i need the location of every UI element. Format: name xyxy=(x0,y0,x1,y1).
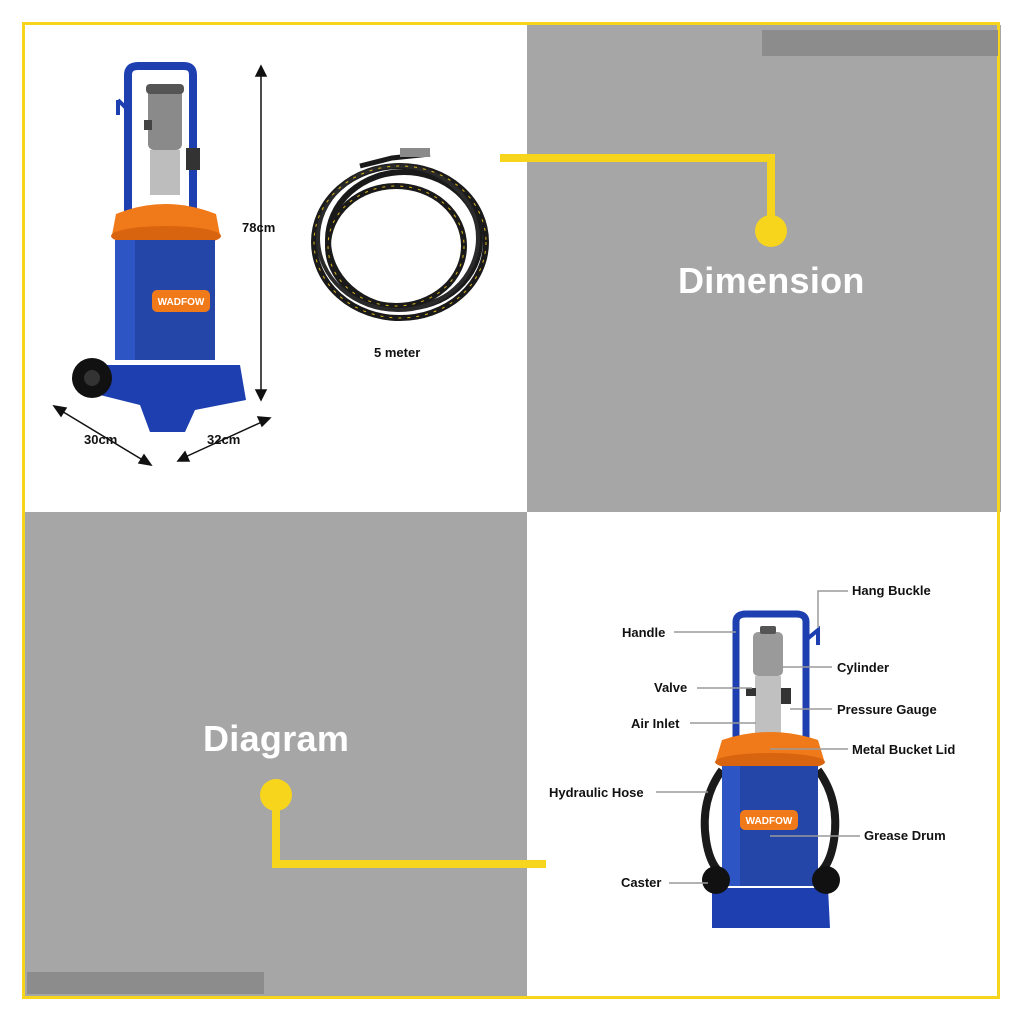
width-label: 32cm xyxy=(207,432,241,447)
part-label-hydraulic-hose: Hydraulic Hose xyxy=(549,785,644,800)
part-label-metal-bucket-lid: Metal Bucket Lid xyxy=(852,742,956,757)
hose-yellow-print xyxy=(313,165,487,319)
dimension-heading-panel xyxy=(527,25,1001,512)
diagram-heading: Diagram xyxy=(203,718,350,759)
part-label-valve: Valve xyxy=(654,680,688,695)
yellow-frame xyxy=(22,22,1000,999)
grease-pump-photo-diagram: WADFOW xyxy=(700,610,840,928)
part-label-caster: Caster xyxy=(621,875,662,890)
part-label-air-inlet: Air Inlet xyxy=(631,716,680,731)
dimension-arrows xyxy=(52,64,272,467)
part-label-handle: Handle xyxy=(622,625,666,640)
height-label: 78cm xyxy=(242,220,276,235)
dimension-heading: Dimension xyxy=(678,260,865,301)
top-right-bar xyxy=(762,30,998,56)
hydraulic-hose-photo xyxy=(311,148,489,321)
part-label-pressure-gauge: Pressure Gauge xyxy=(837,702,937,717)
diagram-connector xyxy=(260,779,546,868)
bottom-left-bar xyxy=(27,972,264,994)
part-label-cylinder: Cylinder xyxy=(837,660,890,675)
part-leader-lines xyxy=(656,590,860,884)
depth-label: 30cm xyxy=(84,432,118,447)
diagram-heading-panel xyxy=(25,512,527,999)
dimension-connector xyxy=(500,154,787,247)
brand-logo-text: WADFOW xyxy=(158,297,205,308)
dimension-photo-panel xyxy=(25,25,527,512)
grease-pump-photo-dimension: WADFOW xyxy=(72,62,246,432)
brand-logo-text-2: WADFOW xyxy=(746,816,793,827)
hose-length-label: 5 meter xyxy=(374,345,421,360)
part-label-hang-buckle: Hang Buckle xyxy=(852,583,931,598)
part-label-grease-drum: Grease Drum xyxy=(864,828,946,843)
